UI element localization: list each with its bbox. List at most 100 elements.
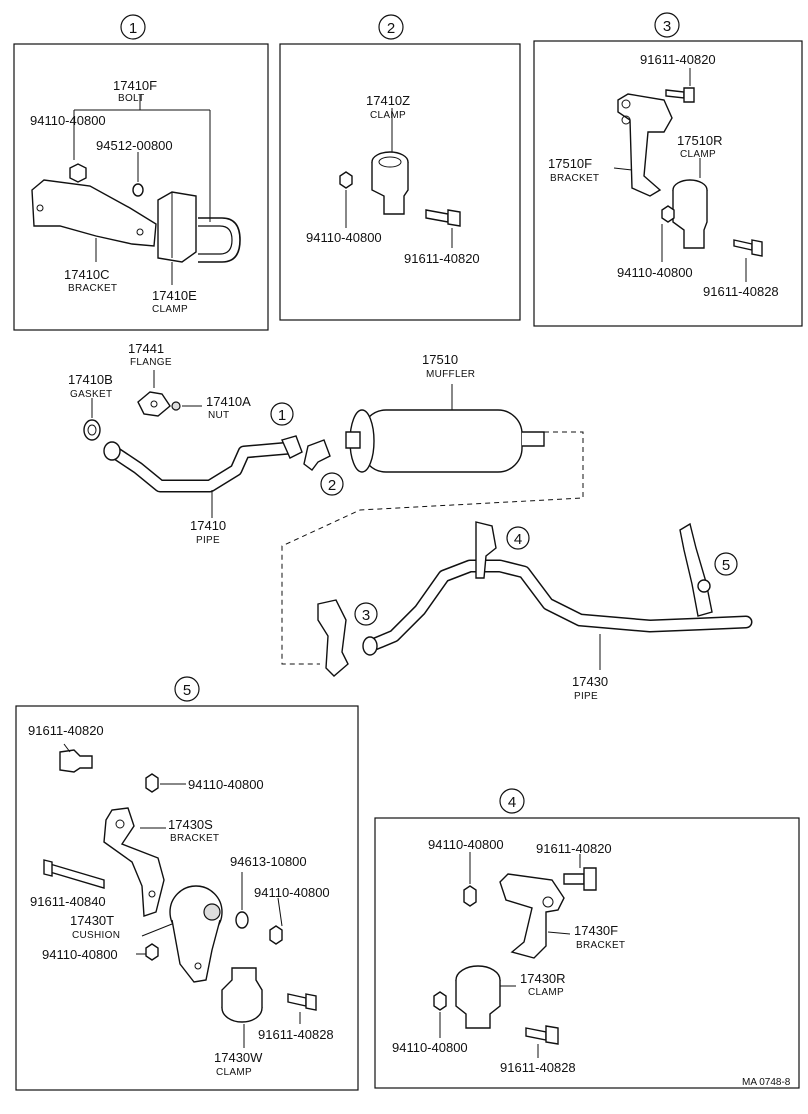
muffler-17510-shape bbox=[361, 409, 523, 473]
part-number-bolt-low: 91611-40828 bbox=[258, 1027, 334, 1042]
bolt-icon bbox=[59, 749, 93, 773]
part-number-nut-low: 94110-40800 bbox=[42, 947, 118, 962]
part-number-nut-mid: 94110-40800 bbox=[254, 885, 330, 900]
box4-parts: 94110-40800 91611-40820 17430F BRACKET 1… bbox=[392, 837, 625, 1075]
part-number-bolt-long: 91611-40840 bbox=[30, 894, 106, 909]
callout-marker-2: 2 bbox=[328, 477, 336, 494]
box2-parts: 17410Z CLAMP 94110-40800 91611-40820 bbox=[306, 93, 480, 266]
callout-marker-1: 1 bbox=[278, 407, 286, 424]
bolt-icon bbox=[287, 993, 307, 1007]
part-number-nut: 94110-40800 bbox=[617, 265, 693, 280]
part-name-clamp: CLAMP bbox=[528, 987, 564, 998]
main-assembly: 1 2 3 4 5 17441 FLANGE 17410B GASKET 174… bbox=[68, 341, 753, 702]
part-number-17430r: 17430R bbox=[520, 971, 566, 986]
part-number-17410c: 17410C bbox=[64, 267, 110, 282]
washer-icon bbox=[235, 911, 249, 929]
box5-parts: 91611-40820 94110-40800 17430S BRACKET 9… bbox=[28, 723, 334, 1078]
callout-number: 3 bbox=[663, 18, 671, 35]
nut-icon bbox=[339, 171, 353, 189]
part-number-bolt-low: 91611-40828 bbox=[500, 1060, 576, 1075]
part-name-muffler: MUFFLER bbox=[426, 369, 475, 380]
gasket-17410b-shape bbox=[83, 419, 101, 441]
bolt-icon bbox=[425, 209, 449, 223]
part-number-washer: 94512-00800 bbox=[96, 138, 173, 153]
part-number-bolt: 91611-40820 bbox=[404, 251, 480, 266]
callout-5-header: 5 bbox=[174, 676, 200, 702]
part-number-17410a: 17410A bbox=[206, 394, 251, 409]
part-number-17410b: 17410B bbox=[68, 372, 113, 387]
callout-1-header: 1 bbox=[120, 14, 146, 40]
part-number-17510f: 17510F bbox=[548, 156, 592, 171]
detail-box-5 bbox=[15, 705, 359, 1091]
callout-number: 2 bbox=[387, 20, 395, 37]
bolt-icon bbox=[733, 239, 753, 251]
bolt-icon bbox=[525, 1027, 547, 1041]
flange-17441-shape bbox=[137, 391, 171, 417]
bracket-17510f-shape bbox=[617, 93, 673, 197]
diagram-reference-code: MA 0748-8 bbox=[742, 1077, 791, 1088]
nut-icon bbox=[661, 205, 675, 223]
callout-number: 1 bbox=[129, 20, 137, 37]
part-number-bolt-top: 91611-40820 bbox=[640, 52, 716, 67]
part-number-nut-low: 94110-40800 bbox=[392, 1040, 468, 1055]
washer-icon bbox=[132, 183, 144, 197]
callout-marker-4: 4 bbox=[514, 531, 522, 548]
nut-icon bbox=[145, 943, 159, 961]
part-number-17430t: 17430T bbox=[70, 913, 114, 928]
part-name-bracket: BRACKET bbox=[576, 940, 625, 951]
part-number-nut-top: 94110-40800 bbox=[428, 837, 504, 852]
part-number-washer: 94613-10800 bbox=[230, 854, 307, 869]
clamp-17410e-shape bbox=[157, 191, 197, 263]
part-name-bracket: BRACKET bbox=[170, 833, 219, 844]
part-number-17430w: 17430W bbox=[214, 1050, 263, 1065]
hanger-4-shape bbox=[475, 521, 497, 579]
part-number-17430: 17430 bbox=[572, 674, 608, 689]
part-number-bolt-top: 91611-40820 bbox=[536, 841, 612, 856]
part-number-bolt-top: 91611-40820 bbox=[28, 723, 104, 738]
part-number-17430f: 17430F bbox=[574, 923, 618, 938]
part-name-nut: NUT bbox=[208, 410, 229, 421]
nut-icon bbox=[69, 163, 87, 183]
callout-number: 4 bbox=[508, 794, 516, 811]
box1-parts: 17410F BOLT 94110-40800 94512-00800 1741… bbox=[30, 78, 241, 315]
bolt-icon bbox=[49, 863, 105, 889]
part-name-pipe: PIPE bbox=[196, 535, 220, 546]
nut-icon bbox=[145, 773, 159, 793]
detail-box-3 bbox=[533, 40, 803, 327]
callout-number: 5 bbox=[183, 682, 191, 699]
part-number-nut-top: 94110-40800 bbox=[188, 777, 264, 792]
part-name-flange: FLANGE bbox=[130, 357, 172, 368]
detail-box-4 bbox=[374, 817, 800, 1089]
hanger-3-shape bbox=[317, 599, 349, 677]
part-number-17410: 17410 bbox=[190, 518, 226, 533]
hanger-5-shape bbox=[679, 522, 713, 617]
callout-3-header: 3 bbox=[654, 12, 680, 38]
part-number-17510r: 17510R bbox=[677, 133, 723, 148]
part-name-gasket: GASKET bbox=[70, 389, 112, 400]
part-number-nut: 94110-40800 bbox=[30, 113, 106, 128]
part-name-clamp: CLAMP bbox=[680, 149, 716, 160]
part-number-nut: 94110-40800 bbox=[306, 230, 382, 245]
nut-icon bbox=[171, 401, 181, 411]
callout-4-header: 4 bbox=[499, 788, 525, 814]
bracket-17430s-shape bbox=[103, 807, 165, 917]
callout-2-header: 2 bbox=[378, 14, 404, 40]
part-name-bracket: BRACKET bbox=[550, 173, 599, 184]
pipe-clamp-icon bbox=[281, 435, 303, 459]
box3-parts: 91611-40820 17510R CLAMP 17510F BRACKET … bbox=[548, 52, 779, 299]
part-name-bracket: BRACKET bbox=[68, 283, 117, 294]
callout-marker-5: 5 bbox=[722, 557, 730, 574]
detail-box-2 bbox=[279, 43, 521, 321]
clamp-2-shape bbox=[303, 439, 331, 471]
callout-marker-3: 3 bbox=[362, 607, 370, 624]
part-name-clamp: CLAMP bbox=[152, 304, 188, 315]
part-number-bolt: 91611-40828 bbox=[703, 284, 779, 299]
bolt-icon bbox=[665, 89, 685, 99]
part-name-clamp: CLAMP bbox=[216, 1067, 252, 1078]
bracket-17410c-shape bbox=[31, 179, 157, 247]
part-name-clamp: CLAMP bbox=[370, 110, 406, 121]
part-name-cushion: CUSHION bbox=[72, 930, 120, 941]
bolt-icon bbox=[563, 873, 585, 885]
part-number-17510: 17510 bbox=[422, 352, 458, 367]
